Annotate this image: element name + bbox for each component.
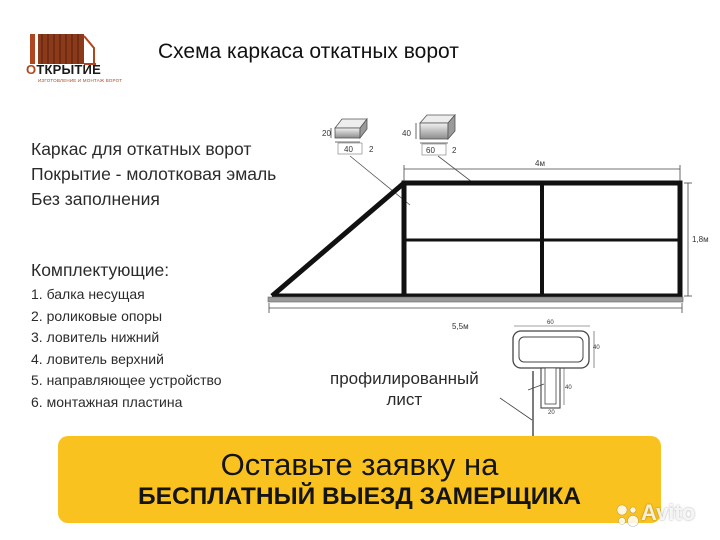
parts-list-item: 6. монтажная пластина <box>31 393 183 410</box>
beam-height-label: 40 <box>593 345 600 351</box>
cta-line1: Оставьте заявку на <box>220 447 499 482</box>
profile-small-width: 40 <box>344 145 353 154</box>
avito-watermark: Avito <box>614 498 704 532</box>
parts-list-item: 5. направляющее устройство <box>31 372 222 388</box>
profile-small-icon <box>334 117 368 140</box>
bearing-beam <box>267 296 684 303</box>
total-length-label: 5,5м <box>452 322 469 331</box>
parts-list-item: 3. ловитель нижний <box>31 329 160 345</box>
profile-large-height: 40 <box>402 129 411 138</box>
request-banner[interactable]: Оставьте заявку на БЕСПЛАТНЫЙ ВЫЕЗД ЗАМЕ… <box>58 436 661 523</box>
profile-large-thickness: 2 <box>452 146 457 155</box>
logo-name: ОТКРЫТИЕ <box>26 62 101 77</box>
parts-list-item: 2. роликовые опоры <box>31 307 163 324</box>
beam-cross-section: 60 40 40 20 <box>499 320 600 436</box>
gate-logo-icon <box>30 34 96 65</box>
company-logo: ОТКРЫТИЕ ИЗГОТОВЛЕНИЕ И МОНТАЖ ВОРОТ <box>22 30 134 92</box>
avito-logo-icon <box>616 504 639 527</box>
profile-large-icon <box>419 113 456 141</box>
profile-small-height: 20 <box>322 129 331 138</box>
description-line: Каркас для откатных ворот <box>31 139 252 159</box>
parts-list: 1. балка несущая 2. роликовые опоры 3. л… <box>31 284 222 413</box>
slot-width-label: 20 <box>548 410 555 416</box>
beam-width-label: 60 <box>547 320 554 326</box>
frame-width-label: 4м <box>535 159 545 168</box>
parts-list-item: 1. балка несущая <box>31 286 145 302</box>
page-title: Схема каркаса откатных ворот <box>158 40 459 63</box>
description-line: Покрытие - молотковая эмаль <box>31 164 277 184</box>
parts-heading: Комплектующие: <box>31 260 170 280</box>
profiled-sheet-label: профилированный лист <box>330 368 479 410</box>
sheet-label-line: лист <box>386 390 423 409</box>
profile-large-width: 60 <box>426 146 435 155</box>
parts-list-item: 4. ловитель верхний <box>31 350 164 367</box>
sheet-label-line: профилированный <box>330 369 479 388</box>
logo-tagline: ИЗГОТОВЛЕНИЕ И МОНТАЖ ВОРОТ <box>38 78 123 83</box>
description-line: Без заполнения <box>31 189 160 209</box>
slot-height-label: 40 <box>565 385 572 391</box>
profile-small-thickness: 2 <box>369 145 374 154</box>
frame-height-label: 1,8м <box>692 235 709 244</box>
gate-description: Каркас для откатных ворот Покрытие - мол… <box>31 137 276 212</box>
cta-line2: БЕСПЛАТНЫЙ ВЫЕЗД ЗАМЕРЩИКА <box>138 483 581 510</box>
avito-wordmark: Avito <box>641 500 696 525</box>
gate-frame <box>270 180 683 299</box>
